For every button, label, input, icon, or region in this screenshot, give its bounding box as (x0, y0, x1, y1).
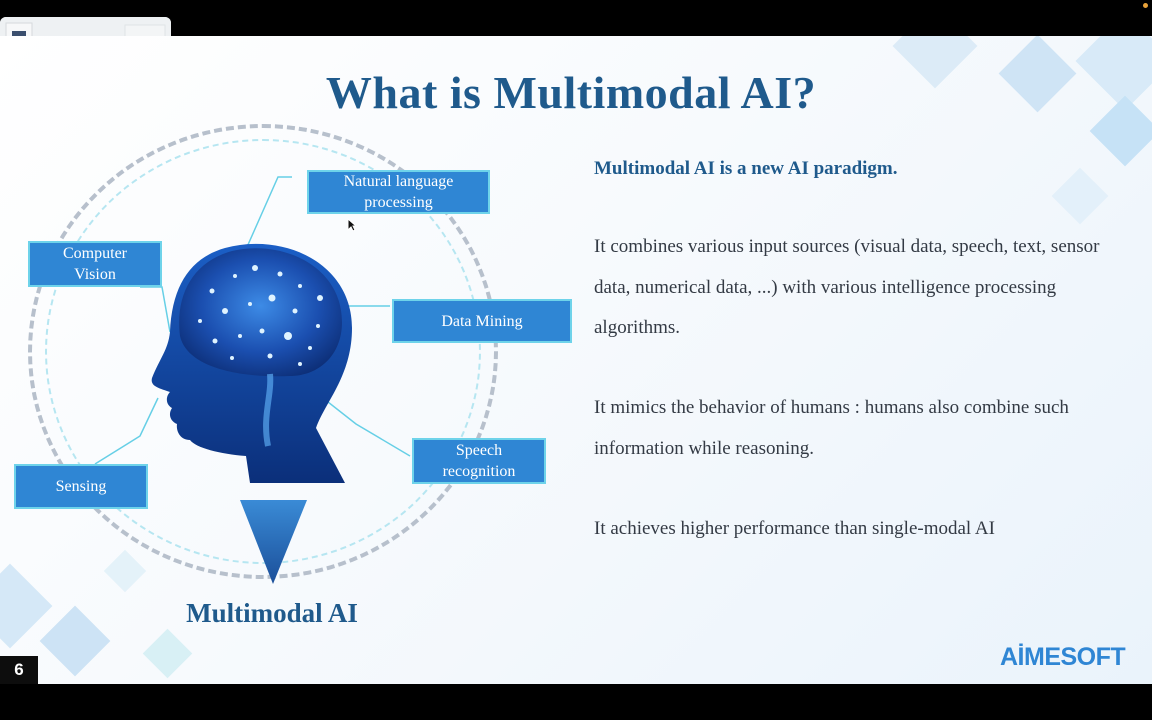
cv-label-line1: Computer (63, 245, 127, 262)
cv-label-line2: Vision (74, 266, 116, 283)
aimesoft-logo: AİMESOFT (1000, 643, 1126, 671)
mouse-cursor-icon (347, 218, 357, 232)
outer-dashed-ring (28, 124, 498, 579)
funnel-triangle (240, 500, 307, 584)
brain-diagram (94, 176, 411, 584)
speech-label-line1: Speech (455, 442, 503, 459)
nlp-label-line2: processing (364, 194, 433, 211)
multimodal-ai-label: Multimodal AI (186, 598, 358, 628)
paragraph-human-behavior: It mimics the behavior of humans : human… (594, 397, 1069, 459)
data-mining-box: Data Mining (392, 299, 572, 343)
speech-label-line2: recognition (442, 463, 516, 480)
paragraph-input-sources: It combines various input sources (visua… (594, 236, 1100, 338)
recording-indicator (1143, 3, 1148, 8)
lead-paragraph: Multimodal AI is a new AI paradigm. (594, 158, 898, 179)
inner-dashed-ring (45, 139, 481, 564)
nlp-box: Natural language processing (307, 170, 490, 214)
paragraph-performance: It achieves higher performance than sing… (594, 518, 995, 539)
nlp-label-line1: Natural language (343, 173, 454, 190)
presentation-slide: What is Multimodal AI? (0, 36, 1152, 684)
sensing-box: Sensing (14, 464, 148, 509)
speech-recognition-box: Speech recognition (412, 438, 546, 484)
slide-title: What is Multimodal AI? (325, 67, 817, 118)
slide-number: 6 (0, 656, 38, 684)
computer-vision-box: Computer Vision (28, 241, 162, 287)
head-silhouette-icon (151, 243, 352, 483)
